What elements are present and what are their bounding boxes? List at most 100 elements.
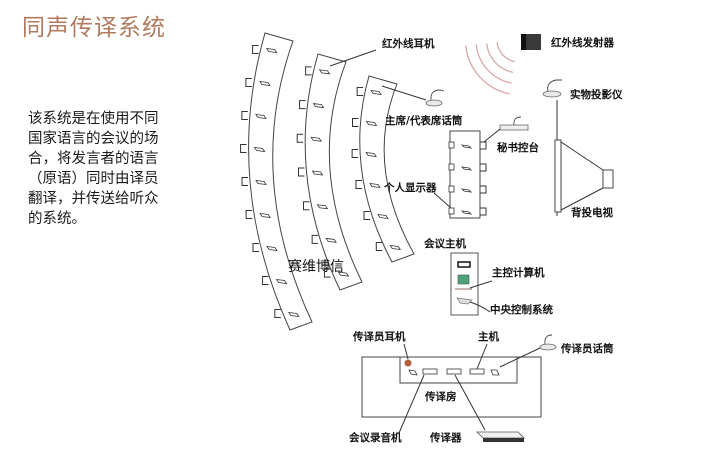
- ir-wave: [496, 42, 515, 63]
- ir-headphone-icon: [310, 136, 323, 142]
- page-title: 同声传译系统: [22, 15, 166, 41]
- ir-wave: [475, 44, 512, 84]
- interpreter-unit-device-icon: [476, 431, 525, 442]
- chair-icon: [480, 207, 487, 216]
- chair-icon: [241, 111, 248, 120]
- leader-line: [381, 85, 427, 101]
- ir-wave: [486, 43, 514, 73]
- row-band: [248, 32, 313, 331]
- ir-headphone-icon: [288, 311, 300, 318]
- ir-headphone-icon: [377, 213, 389, 220]
- ir-headphone-icon: [311, 170, 324, 176]
- ir-headphone-icon: [316, 204, 329, 210]
- leader-line: [476, 343, 488, 370]
- mic-icon: [460, 210, 473, 215]
- label-interpretation-booth: 传译房: [424, 390, 457, 403]
- ir-headphone-icon: [255, 113, 267, 120]
- description-line: 的系统。: [28, 211, 86, 227]
- chair-icon: [305, 66, 312, 76]
- leader-line: [454, 374, 486, 431]
- description-line: 该系统是在使用不同: [28, 111, 159, 127]
- chair-desk: [448, 130, 487, 219]
- ir-waves: [465, 42, 515, 95]
- chair-icon: [245, 210, 253, 219]
- label-ir-transmitter: 红外线发射器: [551, 36, 614, 49]
- row-band: [304, 53, 363, 291]
- leader-line: [398, 374, 425, 434]
- description-text: 该系统是在使用不同 国家语言的会议的场 合，将发言者的语言 （原语）同时由译员 …: [28, 109, 180, 229]
- label-interpreter-headphone: 传译员耳机: [352, 330, 406, 343]
- conference-host-rack: [450, 252, 479, 316]
- secretary-console-icon: [499, 116, 529, 131]
- leader-line: [403, 343, 409, 360]
- ir-headphone-icon: [318, 69, 331, 75]
- mic-icon: [460, 188, 473, 193]
- chair-icon: [241, 177, 248, 186]
- ir-headphone-icon: [365, 151, 377, 158]
- ir-headphone-icon: [337, 271, 350, 277]
- ir-headphone-icon: [369, 182, 381, 189]
- label-master-computer: 主控计算机: [492, 266, 545, 279]
- display-icon: [448, 185, 455, 193]
- label-central-control: 中央控制系统: [490, 303, 553, 316]
- ir-headphone-icon: [312, 103, 325, 109]
- chair-icon: [302, 201, 310, 211]
- leader-line: [469, 280, 493, 289]
- leader-line: [469, 301, 491, 313]
- label-personal-display: 个人显示器: [383, 181, 437, 194]
- ir-wave: [465, 45, 510, 95]
- ir-transmitter-icon: [521, 34, 541, 50]
- description-line: （原语）同时由译员: [28, 171, 159, 187]
- chair-icon: [363, 211, 370, 220]
- interpreter-headphone-icon: [404, 359, 412, 367]
- ir-headphone-icon: [266, 245, 278, 252]
- leader-line: [433, 192, 452, 209]
- control-panel-icon: [456, 297, 473, 305]
- description-line: 合，将发言者的语言: [28, 151, 159, 167]
- rear-projection-tv-icon: [554, 139, 614, 213]
- label-interpreter-unit: 传译器: [429, 431, 462, 444]
- chair-icon: [352, 118, 359, 127]
- chair-icon: [252, 45, 259, 54]
- label-secretary-console: 秘书控台: [497, 141, 539, 154]
- ir-headphone-icon: [259, 212, 271, 219]
- ir-headphone-icon: [389, 244, 402, 251]
- chair-icon: [252, 243, 259, 252]
- seat-row: [351, 75, 415, 263]
- leader-line: [329, 49, 377, 67]
- seating-rows: [240, 32, 415, 331]
- label-interpreter-mic: 传译员话筒: [560, 342, 614, 355]
- mic-icon: [460, 144, 473, 149]
- chair-icon: [299, 100, 306, 110]
- ir-headphone-icon: [265, 47, 278, 54]
- recorder-slot: [422, 368, 438, 375]
- label-ir-headphone: 红外线耳机: [382, 37, 435, 50]
- computer-screen-icon: [457, 274, 470, 285]
- label-conference-recorder: 会议录音机: [349, 431, 402, 444]
- chair-icon: [375, 242, 383, 251]
- chair-icon: [240, 144, 247, 153]
- seat-row: [240, 32, 313, 331]
- chair-icon: [245, 78, 252, 87]
- leader-line: [499, 347, 541, 368]
- ir-headphone-icon: [259, 80, 271, 87]
- display-icon: [448, 141, 455, 149]
- ir-headphone-icon: [253, 146, 266, 153]
- display-icon: [448, 163, 455, 171]
- document-camera-icon: [542, 79, 562, 98]
- row-band: [359, 75, 415, 263]
- label-rear-projection-tv: 背投电视: [571, 206, 613, 219]
- chair-icon: [298, 167, 305, 177]
- chair-icon: [296, 133, 304, 143]
- ir-headphone-icon: [275, 278, 288, 285]
- display-icon: [448, 207, 455, 215]
- ir-headphone-icon: [255, 179, 267, 186]
- chair-icon: [480, 141, 487, 150]
- label-conference-host: 会议主机: [424, 237, 466, 250]
- ir-headphone-icon: [370, 89, 382, 96]
- ir-headphone-icon: [365, 120, 378, 127]
- label-host-unit: 主机: [478, 330, 499, 343]
- chair-icon: [311, 234, 319, 244]
- ir-headphone-icon: [325, 237, 337, 243]
